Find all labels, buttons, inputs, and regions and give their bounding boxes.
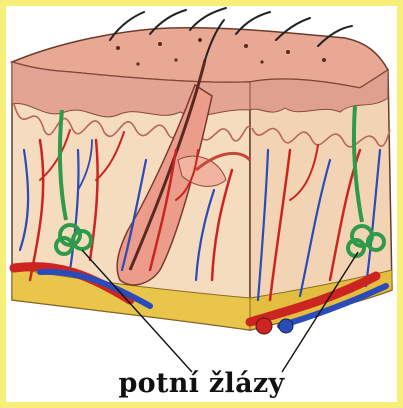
vein-cross-section — [279, 319, 293, 333]
skin-block — [12, 8, 392, 334]
artery-cross-section — [256, 318, 272, 334]
caption-label: potní žlázy — [0, 366, 403, 402]
